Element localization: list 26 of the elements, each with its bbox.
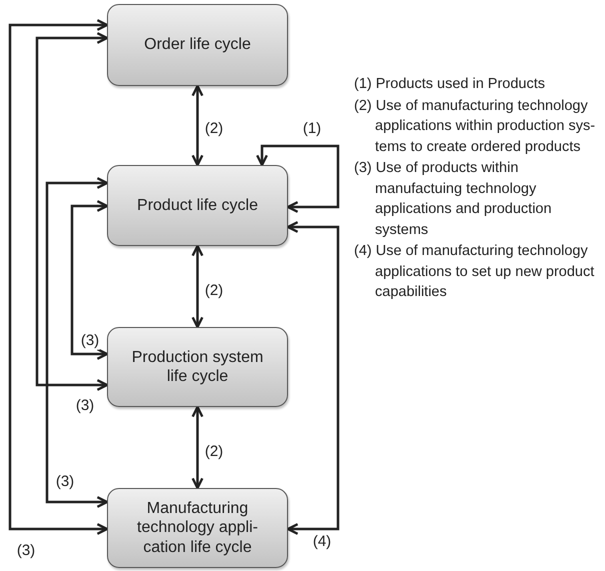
note-text: (2) Use of manufacturing technology applications within production sys-tems to create ordered products bbox=[354, 96, 596, 156]
lifecycle-box: Manufacturing technology appli-cation life cycle bbox=[107, 488, 288, 568]
note-text: (1) Products used in Products bbox=[354, 75, 546, 94]
arrow bbox=[192, 406, 204, 490]
arrow bbox=[192, 244, 204, 328]
arrow bbox=[36, 32, 108, 391]
edge-label: (2) bbox=[204, 444, 224, 460]
lifecycle-box: Product life cycle bbox=[107, 165, 288, 246]
note-text: (4) Use of manufacturing technology applications to set up new product capabilities bbox=[354, 242, 596, 302]
arrow bbox=[46, 177, 108, 508]
edge-label: (2) bbox=[204, 282, 224, 300]
edge-label: (1) bbox=[302, 120, 322, 138]
arrow bbox=[192, 84, 204, 166]
edge-label: (3) bbox=[16, 542, 36, 560]
edge-label: (3) bbox=[54, 474, 76, 490]
edge-label: (3) bbox=[80, 332, 100, 350]
note-text: (3) Use of products within manufactuing technology applications and production systems bbox=[354, 159, 553, 240]
edge-label: (2) bbox=[204, 120, 224, 138]
arrow bbox=[70, 200, 108, 360]
arrow bbox=[286, 221, 340, 535]
arrow bbox=[256, 144, 340, 213]
arrow bbox=[8, 19, 108, 535]
edge-label: (3) bbox=[74, 398, 96, 414]
lifecycle-box: Order life cycle bbox=[107, 4, 288, 86]
edge-label: (4) bbox=[312, 534, 332, 550]
lifecycle-box: Production system life cycle bbox=[107, 327, 288, 407]
